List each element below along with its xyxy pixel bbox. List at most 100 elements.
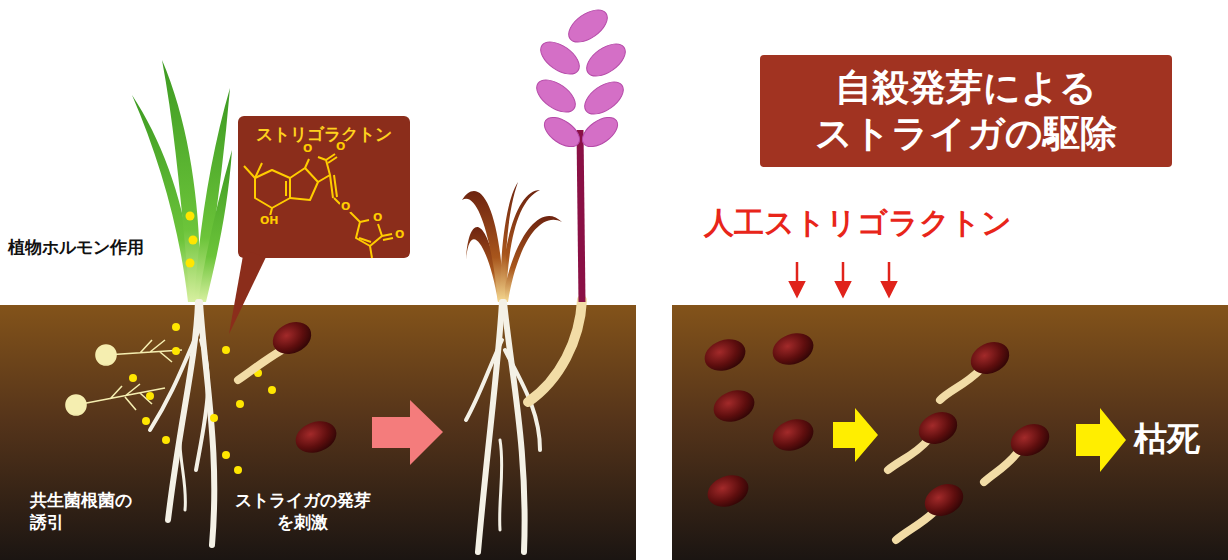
chemical-structure-part xyxy=(330,175,337,198)
mycorrhizal-fungus-part xyxy=(76,384,165,410)
striga-plant-part-part xyxy=(531,74,581,119)
strigolactone-dots-part xyxy=(162,436,170,444)
yellow-arrows xyxy=(833,408,1126,472)
soil-ground-part xyxy=(672,305,1228,560)
host-roots-part xyxy=(150,330,199,430)
host-roots xyxy=(150,302,214,545)
host-plant-part xyxy=(189,236,198,245)
host-plant-infested-part xyxy=(502,216,562,302)
chemical-structure-part xyxy=(285,181,287,196)
host-plant-infested xyxy=(462,182,562,302)
striga-plant-part xyxy=(531,4,631,153)
yellow-arrows-part xyxy=(833,408,878,462)
chemical-structure-part xyxy=(356,220,382,246)
host-plant-infested-part xyxy=(500,182,518,302)
callout-shape-part xyxy=(229,250,266,334)
striga-seeds-right-part xyxy=(768,414,818,457)
host-roots-part xyxy=(196,340,208,470)
process-arrow xyxy=(372,400,443,465)
callout-shape xyxy=(229,116,410,334)
chemical-structure-part xyxy=(350,212,360,222)
chemical-structure-part xyxy=(290,168,318,200)
mycorrhizal-fungus-part xyxy=(106,340,182,362)
striga-seeds-right-part xyxy=(966,336,1015,380)
atom-label: OH xyxy=(259,215,280,226)
striga-seeds-right-part-part xyxy=(940,370,980,400)
strigolactone-dots-part xyxy=(236,400,244,408)
striga-seeds-right-part xyxy=(700,334,750,377)
chemical-structure-part xyxy=(382,234,393,240)
host-roots-part xyxy=(168,302,198,520)
strigolactone-dots-part xyxy=(129,374,137,382)
host-plant-part xyxy=(186,259,195,268)
strigolactone-dots-part xyxy=(210,414,218,422)
mycorrhizal-fungus-part xyxy=(96,345,116,365)
chemical-structure-part xyxy=(326,154,337,163)
soil-ground xyxy=(0,305,1228,560)
annotation-label: ストライガの発芽 を刺激 xyxy=(220,489,385,533)
striga-plant-part-part xyxy=(577,112,622,153)
annotation-label: 共生菌根菌の 誘引 xyxy=(30,489,154,533)
striga-seeds-left xyxy=(238,316,341,458)
strigolactone-dots-part xyxy=(222,451,230,459)
title-box: 自殺発芽による ストライガの駆除 xyxy=(760,55,1172,168)
application-arrows-part xyxy=(888,262,891,295)
host-roots-infested-part xyxy=(466,340,502,420)
chemical-structure xyxy=(244,154,393,258)
result-label: 枯死 xyxy=(1134,418,1200,461)
striga-seeds-right xyxy=(700,328,1054,540)
host-roots-infested-part xyxy=(478,302,502,552)
strigolactone-dots xyxy=(129,323,276,474)
striga-seeds-right-part-part xyxy=(896,512,934,540)
strigolactone-dots-part xyxy=(268,386,276,394)
mycorrhizal-fungus xyxy=(66,340,182,415)
striga-seeds-right-part xyxy=(709,385,759,428)
striga-seeds-right-part xyxy=(703,470,753,513)
application-arrows-part xyxy=(796,262,799,295)
striga-seeds-right-part xyxy=(888,370,1018,540)
strigolactone-dots-part xyxy=(234,466,242,474)
application-arrows xyxy=(797,262,889,295)
striga-seeds-right-part xyxy=(920,478,969,522)
chemical-structure-part xyxy=(305,159,309,168)
mycorrhizal-fungus-part xyxy=(66,395,86,415)
host-roots-part xyxy=(180,420,186,510)
striga-seeds-left-part xyxy=(291,416,341,459)
atom-label: O xyxy=(302,143,313,154)
chemical-structure-part xyxy=(255,170,290,208)
striga-seeds-right-part-part xyxy=(888,440,928,470)
striga-plant xyxy=(528,4,631,402)
chemical-structure-part xyxy=(359,238,371,242)
host-roots-infested-part xyxy=(504,302,525,552)
strigolactone-dots-part xyxy=(172,347,180,355)
striga-seeds-right-part xyxy=(1006,418,1055,462)
chemical-structure-part xyxy=(370,246,372,258)
yellow-arrows-part xyxy=(1076,408,1126,472)
soil-ground-part xyxy=(0,305,636,560)
striga-plant-part-part xyxy=(535,36,585,81)
chemical-structure-part xyxy=(318,157,330,182)
strigolactone-dots-part xyxy=(146,392,154,400)
callout-shape-part xyxy=(238,116,410,258)
host-roots-infested xyxy=(466,302,540,552)
striga-seeds-right-part xyxy=(768,328,818,371)
strigolactone-dots-part xyxy=(142,417,150,425)
striga-plant-part xyxy=(528,300,582,402)
striga-seeds-left-part xyxy=(268,316,317,360)
host-plant xyxy=(132,60,232,302)
striga-plant-part-part xyxy=(539,112,584,153)
striga-seeds-left-part xyxy=(238,350,282,380)
striga-plant-part-part xyxy=(581,38,631,83)
annotation-label: 植物ホルモン作用 xyxy=(8,236,144,258)
callout-title: ストリゴラクトン xyxy=(242,124,406,145)
strigolactone-dots-part xyxy=(172,323,180,331)
host-plant-part xyxy=(198,150,232,302)
callout-box: ストリゴラクトン xyxy=(238,116,410,258)
atom-label: O xyxy=(394,229,405,240)
striga-plant-part-part xyxy=(579,76,629,121)
host-plant-part xyxy=(162,60,200,302)
striga-seeds-right-part-part xyxy=(984,452,1018,482)
heading-text: 自殺発芽による ストライガの駆除 xyxy=(774,65,1158,158)
chemical-structure-part xyxy=(244,163,262,178)
